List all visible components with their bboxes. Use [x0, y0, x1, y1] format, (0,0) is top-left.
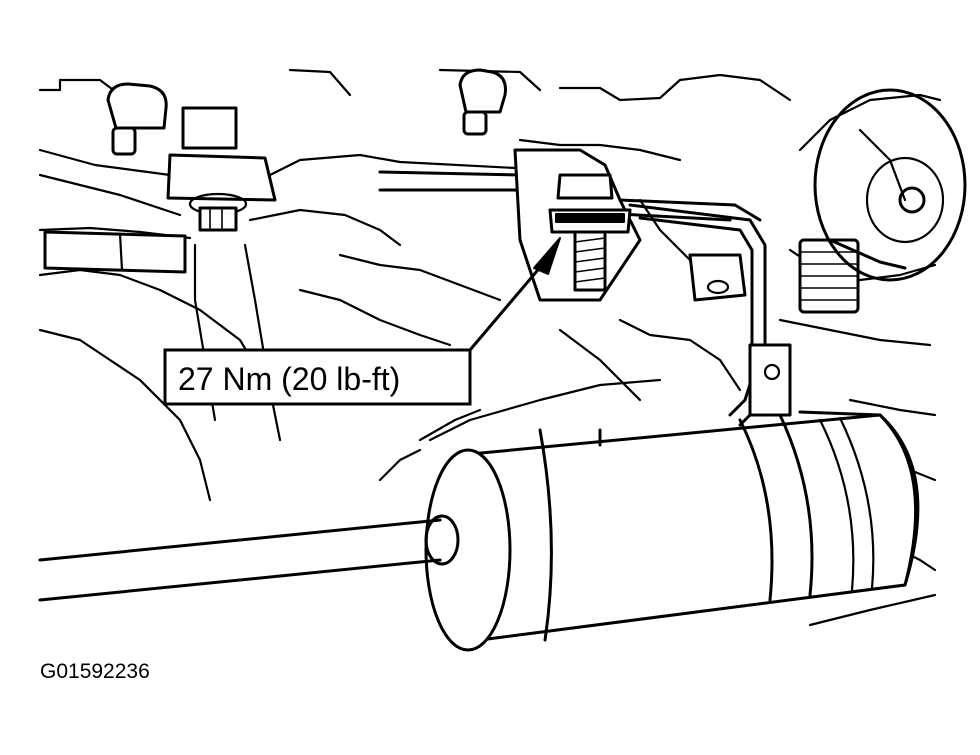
sensor-fitting-left	[106, 82, 277, 232]
fuel-filter	[424, 410, 920, 652]
torque-callout: 27 Nm (20 lb-ft)	[163, 237, 561, 406]
stud-center	[458, 68, 507, 136]
bracket-clamp	[513, 148, 792, 427]
pointer-arrowhead	[533, 237, 561, 275]
mounting-bolt	[548, 173, 632, 292]
pulley-right	[813, 88, 967, 282]
fuel-line-lower	[38, 378, 662, 602]
tube-end-left	[43, 230, 187, 274]
torque-label: 27 Nm (20 lb-ft)	[178, 361, 400, 397]
callout-box	[163, 348, 472, 406]
engine-block	[38, 68, 942, 627]
figure-id: G01592236	[40, 660, 150, 683]
